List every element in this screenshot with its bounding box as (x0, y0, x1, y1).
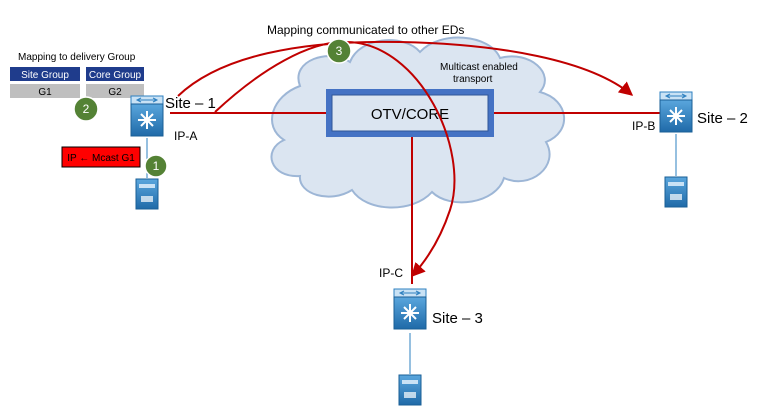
site2-name: Site – 2 (697, 110, 748, 127)
step-badge-2: 2 (73, 96, 99, 122)
router-icon (393, 288, 427, 330)
group-g1-label: G1 (38, 87, 52, 98)
router-icon (659, 91, 693, 133)
site-group-header (10, 67, 80, 81)
group-g2-label: G2 (108, 87, 122, 98)
site1-name: Site – 1 (165, 95, 216, 112)
arrow-to-site2 (177, 40, 634, 97)
step-badge-1: 1 (144, 154, 168, 178)
step-badge-3: 3 (326, 38, 352, 64)
step-1-label: 1 (153, 159, 160, 173)
core-group-header (86, 67, 144, 81)
core-group-label: Core Group (89, 70, 142, 81)
site2-ip: IP-B (632, 119, 655, 133)
step-3-label: 3 (336, 44, 343, 58)
cloud-note-line1: Multicast enabled (440, 62, 518, 73)
arrow-to-site3 (214, 40, 456, 278)
server-icon (398, 374, 422, 406)
step-2-label: 2 (83, 102, 90, 116)
core-label: OTV/CORE (371, 106, 449, 123)
cloud-note-line2: transport (453, 74, 493, 85)
server-icon (135, 178, 159, 210)
site3-name: Site – 3 (432, 310, 483, 327)
router-icon (130, 95, 164, 137)
mapping-title: Mapping to delivery Group (18, 52, 136, 63)
group-g1-cell (10, 84, 80, 98)
site-group-label: Site Group (21, 70, 69, 81)
site1-ip: IP-A (174, 129, 197, 143)
top-caption: Mapping communicated to other EDs (267, 23, 464, 37)
mcast-mapping-box (61, 146, 141, 168)
site3-ip: IP-C (379, 266, 403, 280)
mcast-mapping-label: IP ← Mcast G1 (67, 153, 135, 164)
group-g2-cell (86, 84, 144, 98)
server-icon (664, 176, 688, 208)
